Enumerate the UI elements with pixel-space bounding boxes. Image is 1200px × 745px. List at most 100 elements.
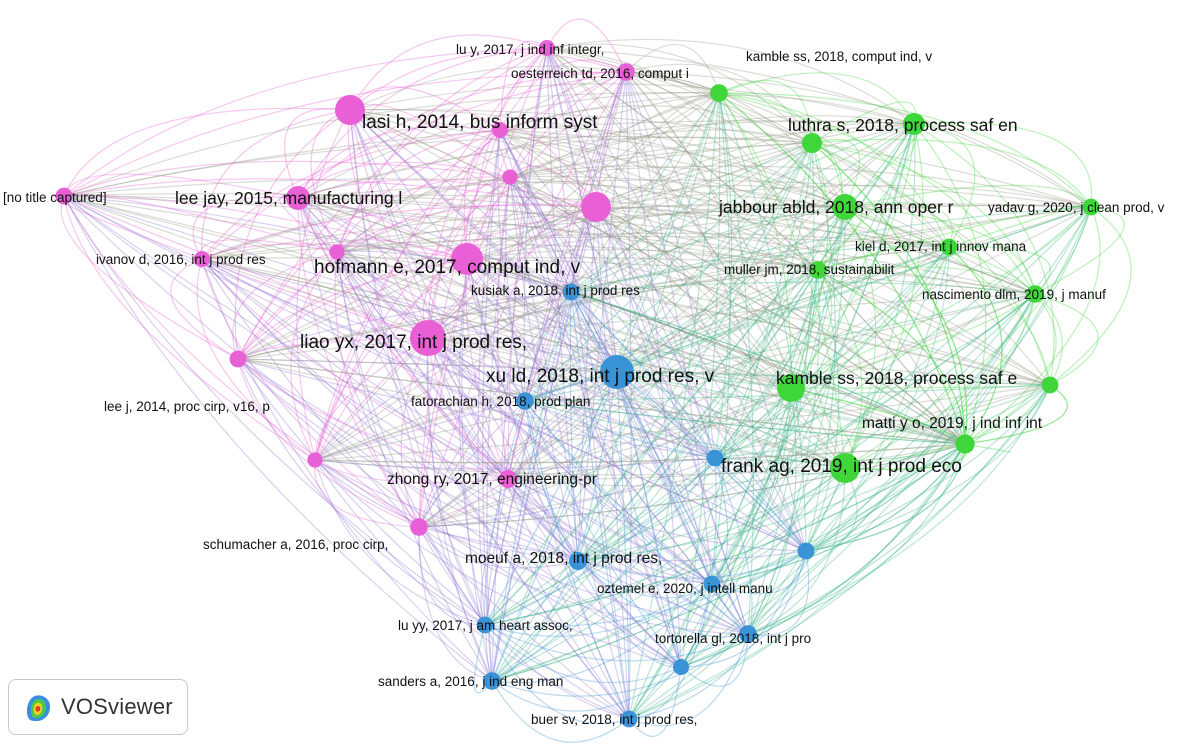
node-u_g3[interactable] [957, 436, 973, 452]
node-schumacher[interactable] [410, 518, 428, 536]
node-kamble18c[interactable] [710, 84, 728, 102]
node-label-fatorachian[interactable]: fatorachian h, 2018, prod plan [411, 394, 590, 409]
link-luy-tortorella [546, 47, 749, 635]
node-label-liao[interactable]: liao yx, 2017, int j prod res, [300, 332, 527, 353]
link-luyy-u_b3 [484, 624, 682, 684]
node-label-kusiak[interactable]: kusiak a, 2018, int j prod res [471, 283, 640, 298]
node-hofmann[interactable] [451, 243, 483, 275]
node-u_g1[interactable] [802, 133, 822, 153]
node-luyy[interactable] [476, 616, 494, 634]
node-label-yadav[interactable]: yadav g, 2020, j clean prod, v [988, 200, 1165, 215]
link-luy-u_b3 [546, 47, 682, 668]
node-u_g2[interactable] [1041, 376, 1059, 394]
node-label-luthra[interactable]: luthra s, 2018, process saf en [788, 115, 1018, 135]
link-moeuf-u_g1 [577, 142, 813, 562]
node-label-oest[interactable]: oesterreich td, 2016, comput i [511, 66, 689, 81]
node-label-schumacher[interactable]: schumacher a, 2016, proc cirp, [203, 537, 388, 552]
node-jabbour[interactable] [832, 194, 858, 220]
link-liao-leej14 [237, 337, 429, 360]
node-u_b1[interactable] [797, 542, 815, 560]
node-xu[interactable] [600, 355, 634, 389]
node-buer[interactable] [620, 710, 638, 728]
node-zhong[interactable] [499, 470, 517, 488]
node-label-zhong[interactable]: zhong ry, 2017, engineering-pr [387, 471, 597, 488]
node-luthra[interactable] [903, 113, 925, 135]
link-kiel-nascimento [948, 246, 1052, 295]
link-kamble18c-kamble18p [718, 92, 792, 389]
node-label-xu[interactable]: xu ld, 2018, int j prod res, v [486, 366, 715, 387]
link-buer-u_b1 [628, 550, 807, 720]
node-luy[interactable] [539, 40, 555, 56]
node-label-luyy[interactable]: lu yy, 2017, j am heart assoc, [398, 618, 573, 633]
node-u_p1[interactable] [581, 192, 611, 222]
link-sanders-u_p1 [491, 206, 597, 682]
node-liao[interactable] [410, 320, 446, 356]
node-label-nascimento[interactable]: nascimento dlm, 2019, j manuf [922, 287, 1106, 302]
node-oztemel[interactable] [703, 575, 721, 593]
link-kiel-luyy [484, 246, 950, 626]
node-ivanov[interactable] [194, 251, 210, 267]
node-label-kamble18c[interactable]: kamble ss, 2018, comput ind, v [746, 49, 932, 64]
node-label-jabbour[interactable]: jabbour abld, 2018, ann oper r [718, 197, 954, 217]
node-sanders[interactable] [483, 672, 501, 690]
node-label-moeuf[interactable]: moeuf a, 2018, int j prod res, [465, 550, 662, 567]
link-notitle-kamble18p [63, 195, 792, 389]
link-fatorachian-u_p2 [505, 176, 526, 402]
node-label-oztemel[interactable]: oztemel e, 2020, j intell manu [597, 581, 773, 596]
node-label-tortorella[interactable]: tortorella gl, 2018, int j pro [655, 631, 811, 646]
link-lasi-luthra [349, 83, 915, 125]
node-nascimento[interactable] [1026, 285, 1044, 303]
node-u_b3[interactable] [673, 659, 689, 675]
link-luthra-u_b2 [714, 123, 915, 459]
node-tortorella[interactable] [739, 625, 757, 643]
node-kamble18p[interactable] [777, 374, 805, 402]
node-u_b2[interactable] [706, 449, 724, 467]
link-zhong-kamble18c [507, 92, 720, 480]
link-u_g1-u_g2 [811, 142, 1051, 386]
node-label-notitle[interactable]: [no title captured] [3, 190, 107, 205]
link-luy-u_g1 [546, 43, 813, 144]
node-u_p5[interactable] [492, 122, 508, 138]
link-schumacher-matti [418, 443, 966, 528]
node-label-leej14[interactable]: lee j, 2014, proc cirp, v16, p [104, 399, 270, 414]
node-kusiak[interactable] [562, 283, 580, 301]
node-frank[interactable] [830, 453, 860, 483]
link-u_p3-u_p4 [290, 251, 338, 461]
node-label-kiel[interactable]: kiel d, 2017, int j innov mana [855, 239, 1027, 254]
node-label-lasi[interactable]: lasi h, 2014, bus inform syst [362, 112, 598, 133]
link-jabbour-u_g2 [844, 206, 1051, 386]
node-leejay[interactable] [286, 186, 310, 210]
node-oest[interactable] [617, 63, 635, 81]
node-label-kamble18p[interactable]: kamble ss, 2018, process saf e [776, 368, 1017, 388]
node-lasi[interactable] [335, 95, 365, 125]
link-moeuf-u_b1 [577, 550, 807, 579]
node-u_p2[interactable] [502, 169, 518, 185]
node-moeuf[interactable] [569, 552, 587, 570]
node-label-matti[interactable]: matti y o, 2019, j ind inf int [862, 415, 1043, 432]
link-lasi-u_g2 [349, 109, 1051, 386]
link-fatorachian-buer [524, 400, 630, 720]
link-matti-u_b3 [680, 443, 966, 668]
node-muller[interactable] [809, 261, 827, 279]
node-notitle[interactable] [55, 187, 73, 205]
link-yadav-u_b1 [805, 206, 1092, 552]
node-label-muller[interactable]: muller jm, 2018, sustainabilit [724, 262, 895, 277]
node-kiel[interactable] [940, 238, 958, 256]
link-liao-zhong [427, 337, 509, 480]
node-leej14[interactable] [229, 350, 247, 368]
node-u_p3[interactable] [329, 244, 345, 260]
node-fatorachian[interactable] [516, 392, 534, 410]
node-label-buer[interactable]: buer sv, 2018, int j prod res, [531, 712, 697, 727]
node-yadav[interactable] [1082, 198, 1100, 216]
link-kiel-u_b2 [714, 246, 950, 459]
link-kiel-u_p2 [509, 175, 950, 248]
node-label-sanders[interactable]: sanders a, 2016, j ind eng man [378, 674, 563, 689]
node-label-hofmann[interactable]: hofmann e, 2017, comput ind, v [314, 257, 581, 278]
node-u_p4[interactable] [307, 452, 323, 468]
node-label-leejay[interactable]: lee jay, 2015, manufacturing l [175, 188, 402, 208]
node-label-luy[interactable]: lu y, 2017, j ind inf integr, [456, 42, 604, 57]
node-label-ivanov[interactable]: ivanov d, 2016, int j prod res [96, 252, 266, 267]
link-luthra-oztemel [711, 123, 915, 585]
node-label-frank[interactable]: frank ag, 2019, int j prod eco [721, 456, 962, 477]
